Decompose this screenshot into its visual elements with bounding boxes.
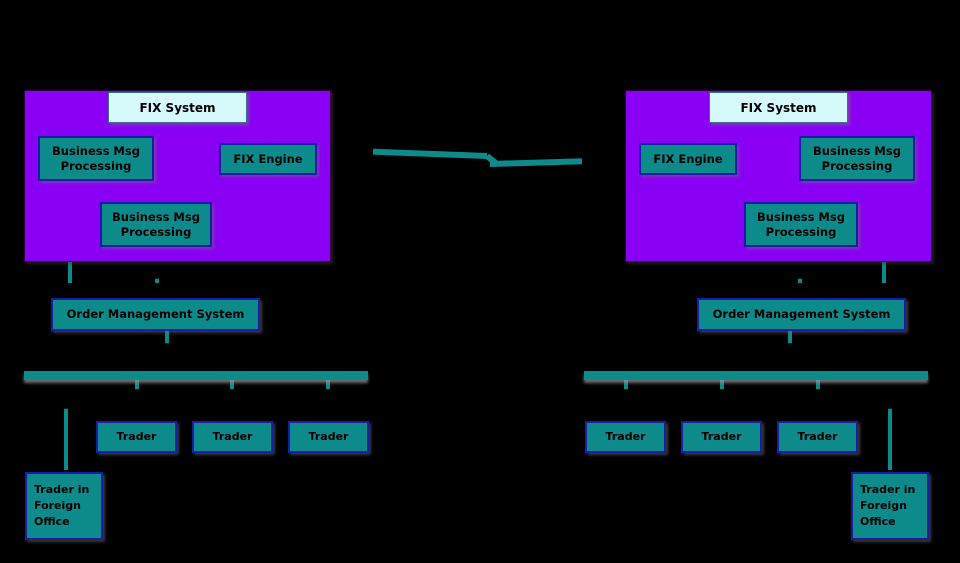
- left-trader-1[interactable]: Trader: [96, 421, 177, 453]
- left-bus-to-trader-arrows: [121, 378, 344, 423]
- right-business-msg-processing-top[interactable]: Business Msg Processing: [799, 136, 915, 181]
- right-fix-engine[interactable]: FIX Engine: [639, 143, 737, 175]
- right-trader-2[interactable]: Trader: [681, 421, 762, 453]
- inter-system-link-arrow: [322, 128, 633, 185]
- right-fix-system-title: FIX System: [709, 92, 848, 123]
- left-fix-engine[interactable]: FIX Engine: [219, 143, 317, 175]
- left-trader-in-foreign-office[interactable]: Trader in Foreign Office: [25, 472, 103, 540]
- left-fix-system-title: FIX System: [108, 92, 247, 123]
- right-trader-3[interactable]: Trader: [777, 421, 858, 453]
- left-trader-bus: [24, 371, 368, 380]
- right-trader-in-foreign-office[interactable]: Trader in Foreign Office: [851, 472, 929, 540]
- left-trader-3[interactable]: Trader: [288, 421, 369, 453]
- right-trader-1[interactable]: Trader: [585, 421, 666, 453]
- left-business-msg-processing-top[interactable]: Business Msg Processing: [38, 136, 154, 181]
- right-order-management-system[interactable]: Order Management System: [697, 298, 906, 331]
- right-business-msg-processing-bottom[interactable]: Business Msg Processing: [744, 202, 858, 247]
- right-trader-bus: [584, 371, 928, 380]
- left-order-management-system[interactable]: Order Management System: [51, 298, 260, 331]
- left-business-msg-processing-bottom[interactable]: Business Msg Processing: [100, 202, 212, 247]
- right-bus-to-trader-arrows: [610, 378, 834, 423]
- left-trader-2[interactable]: Trader: [192, 421, 273, 453]
